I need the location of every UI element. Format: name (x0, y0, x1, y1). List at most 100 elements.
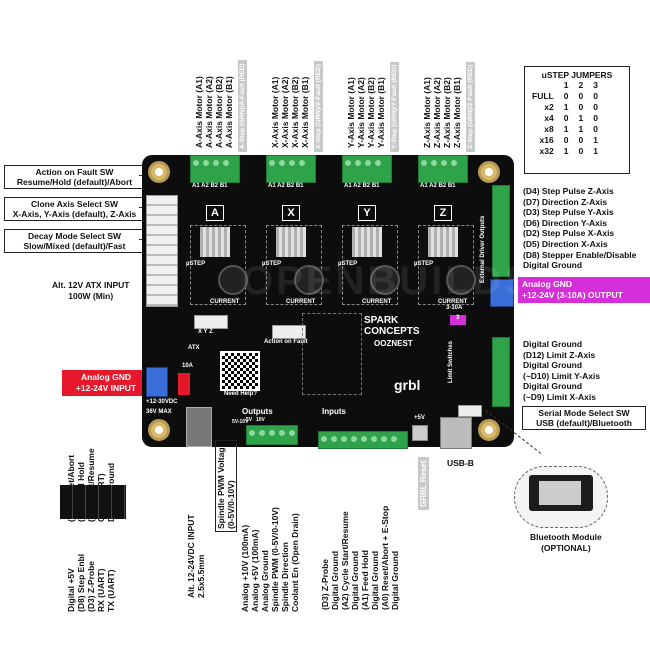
inputs-connector[interactable] (318, 431, 408, 449)
bluetooth-label: Bluetooth Module (OPTIONAL) (530, 532, 602, 553)
ustep-silk: µSTEP (186, 261, 206, 267)
driver-x (266, 225, 322, 305)
arduino-header (302, 313, 362, 395)
ustep-cell: 0 (563, 91, 569, 101)
reset-button[interactable] (412, 425, 428, 441)
axis-letter-y: Y (358, 205, 376, 221)
ustep-cell: 0 (563, 113, 569, 123)
xyz-silk: X Y Z (198, 329, 213, 335)
ustep-row-label: x32 (539, 146, 554, 156)
output-line: Analog GND (522, 279, 573, 289)
driver-z (418, 225, 474, 305)
pin-label: Digital Ground (523, 360, 583, 371)
box-line: Clone Axis Select SW (30, 199, 119, 209)
output-line: +12-24V (3-10A) OUTPUT (522, 290, 623, 300)
spindle-line: (0-5V/0-10V) (226, 480, 236, 529)
pin-label: (D4) Step Pulse Z-Axis (523, 186, 614, 196)
pin-label: (D6) Direction Y-Axis (523, 217, 607, 228)
oozenest-logo: OOZNEST (374, 339, 413, 348)
dc-jack[interactable] (186, 407, 212, 447)
current-silk: CURRENT (210, 299, 240, 305)
serial-mode-box: Serial Mode Select SW USB (default)/Blue… (522, 406, 646, 430)
fault-switch[interactable] (272, 325, 306, 339)
usb-b-label: USB-B (447, 458, 474, 468)
heatsink-y (352, 227, 382, 257)
input-line: Analog GND (80, 372, 132, 382)
limit-connector[interactable] (492, 337, 510, 407)
axis-letter-x: X (282, 205, 300, 221)
ustep-silk: µSTEP (414, 261, 434, 267)
ustep-row-label: FULL (532, 91, 554, 101)
current-pot-x[interactable] (294, 265, 324, 295)
motor-y-connector[interactable] (342, 155, 392, 183)
ustep-row-label: x4 (544, 113, 554, 123)
ustep-row-label: x8 (544, 124, 554, 134)
pin-label: (D5) Direction X-Axis (523, 238, 608, 249)
driver-y (342, 225, 398, 305)
usb-b-port[interactable] (440, 417, 472, 449)
amp-silk: 10A (182, 363, 194, 369)
pin-label: Coolant En (Open Drain) (290, 513, 300, 612)
pin-label: RX (UART) (96, 568, 106, 612)
current-pot-a[interactable] (218, 265, 248, 295)
dc-line: Alt. 12-24VDC INPUT (186, 514, 196, 598)
current-pot-y[interactable] (370, 265, 400, 295)
power-terminal[interactable] (146, 367, 168, 397)
coil-labels-x: A1 A2 B2 B1 (268, 183, 304, 189)
motor-z-connector[interactable] (418, 155, 468, 183)
pin-label: (A1) Feed Hold (360, 550, 370, 610)
output-terminal[interactable] (490, 279, 514, 307)
ext-driver-connector[interactable] (492, 185, 510, 277)
five-v-silk: 5V (246, 417, 253, 423)
box-line: USB (default)/Bluetooth (536, 418, 632, 428)
ustep-cell: 1 (578, 113, 584, 123)
motor-label: Z-Axis Motor (B1) (452, 77, 462, 148)
serial-switch[interactable] (458, 405, 482, 417)
atx-input-label: Alt. 12V ATX INPUT 100W (Min) (52, 280, 129, 301)
bt-line: Bluetooth Module (530, 532, 602, 542)
ustep-cell: 0 (593, 113, 598, 123)
spindle-sel-silk: 5V-10V (232, 419, 249, 425)
heatsink-a (200, 227, 230, 257)
fault-switch-box: Action on Fault SW Resume/Hold (default)… (4, 165, 145, 189)
motor-x-connector[interactable] (266, 155, 316, 183)
mount-hole (478, 419, 500, 441)
driver-a (190, 225, 246, 305)
ustep-silk: µSTEP (338, 261, 358, 267)
pin-label: Digital Ground (523, 260, 583, 271)
pin-label: (A0) Reset/Abort + E-Stop (380, 505, 390, 610)
clone-axis-switch[interactable] (194, 315, 228, 329)
uart-header[interactable] (60, 485, 126, 519)
ten-v-silk: 10V (256, 417, 265, 423)
ustep-cell: 1 (563, 124, 569, 134)
pin-label: (D3) Z-Probe (320, 559, 330, 610)
decay-mode-box: Decay Mode Select SW Slow/Mixed (default… (4, 229, 145, 253)
pin-label: Spindle PWM (0-5V/0-10V) (270, 507, 280, 612)
pin-label: (~D10) Limit Y-Axis (523, 370, 601, 381)
watermark: OPENBUILDS (242, 259, 535, 303)
outputs-labels: Analog +10V (100mA) Analog +5V (100mA) A… (240, 507, 300, 612)
pin-label: (D3) Z-Probe (86, 561, 96, 612)
ustep-silk: µSTEP (262, 261, 282, 267)
motor-label: A-Axis Motor (B2) (214, 76, 224, 148)
current-silk: CURRENT (286, 299, 316, 305)
ustep-row-label: x16 (539, 135, 554, 145)
max-silk: 36V MAX (146, 409, 172, 415)
ustep-cell: 0 (578, 102, 584, 112)
motor-z-labels: Z-Axis Motor (A1) Z-Axis Motor (A2) Z-Ax… (422, 77, 462, 148)
motor-a-labels: A-Axis Motor (A1) A-Axis Motor (A2) A-Ax… (194, 76, 234, 148)
motor-label: Y-Axis Motor (A1) (346, 77, 356, 148)
pin-label: Digital Ground (523, 381, 583, 392)
ustep-cell: 0 (578, 91, 584, 101)
motor-a-connector[interactable] (190, 155, 240, 183)
grbl-reset-label: GRBL Reset (418, 457, 429, 510)
outputs-connector[interactable] (246, 425, 298, 445)
ustep-cell: 0 (593, 102, 598, 112)
pin-label: (D12) Limit Z-Axis (523, 349, 596, 360)
uart-pins-bottom: Digital +5V (D8) Step Enbl (D3) Z-Probe … (66, 554, 116, 612)
atx-connector[interactable] (146, 195, 178, 307)
current-range-jumper[interactable] (450, 315, 466, 325)
pin-label: Digital Ground (370, 550, 380, 610)
current-pot-z[interactable] (446, 265, 476, 295)
